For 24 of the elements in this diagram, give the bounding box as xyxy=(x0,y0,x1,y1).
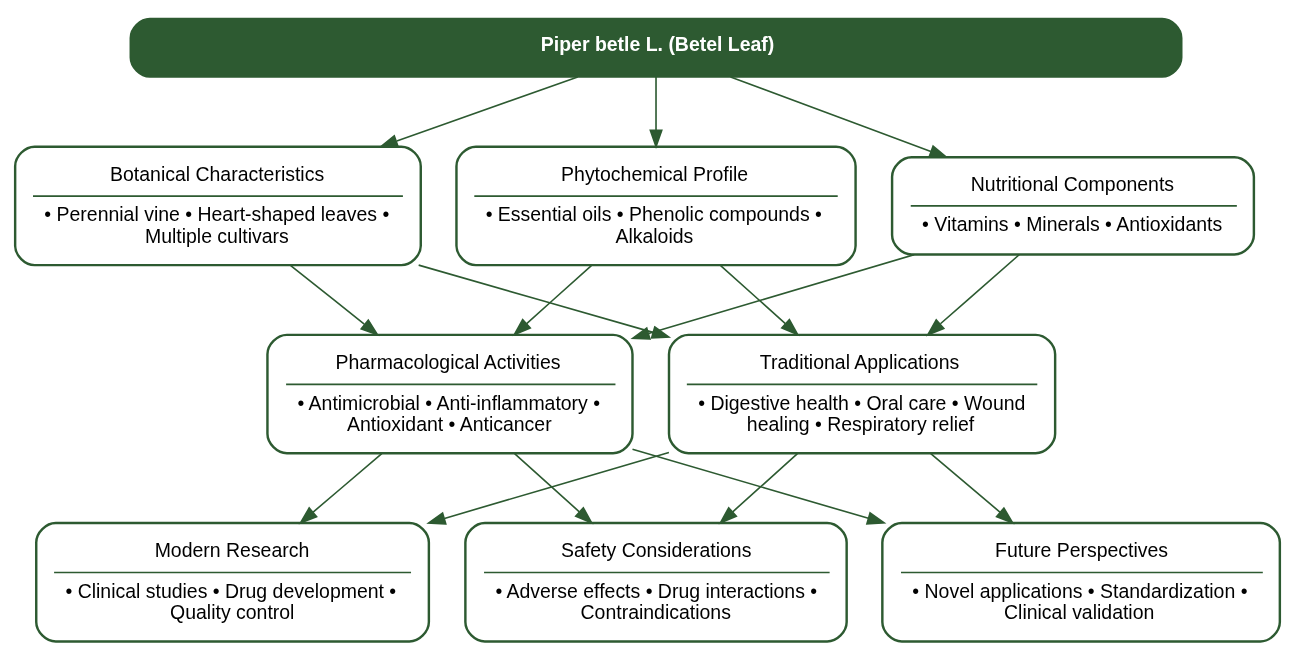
node-box: Traditional Applications • Digestive health • Oral care • Wound healing • Respiratory relief xyxy=(667,333,1057,455)
node-box: Piper betle L. (Betel Leaf) xyxy=(129,17,1183,78)
arrow xyxy=(729,75,949,158)
arrow xyxy=(719,264,800,336)
arrow xyxy=(426,451,670,525)
arrow xyxy=(929,452,1015,524)
arrow xyxy=(417,263,672,339)
node-box: Future Perspectives • Novel applications • Standardization • Clinical validation xyxy=(881,521,1282,643)
arrow xyxy=(718,452,799,524)
arrow xyxy=(925,253,1021,336)
arrow xyxy=(289,264,380,336)
node-box: Nutritional Components • Vitamins • Minerals • Antioxidants xyxy=(890,155,1256,256)
arrow xyxy=(298,452,383,524)
arrow xyxy=(378,75,579,147)
arrow xyxy=(649,75,663,149)
arrow xyxy=(513,452,594,524)
arrow xyxy=(630,253,915,340)
node-box: Pharmacological Activities • Antimicrobial • Anti-inflammatory • Antioxidant • Anticancer xyxy=(266,333,634,455)
node-box: Modern Research • Clinical studies • Drug development • Quality control xyxy=(35,521,431,643)
node-box: Botanical Characteristics • Perennial vine • Heart-shaped leaves • Multiple cultivars xyxy=(13,144,422,266)
arrow xyxy=(512,264,593,336)
node-box: Safety Considerations • Adverse effects • Drug interactions • Contraindications xyxy=(464,521,848,643)
node-box: Phytochemical Profile • Essential oils • Phenolic compounds • Alkaloids xyxy=(455,144,857,266)
arrow xyxy=(631,447,887,525)
